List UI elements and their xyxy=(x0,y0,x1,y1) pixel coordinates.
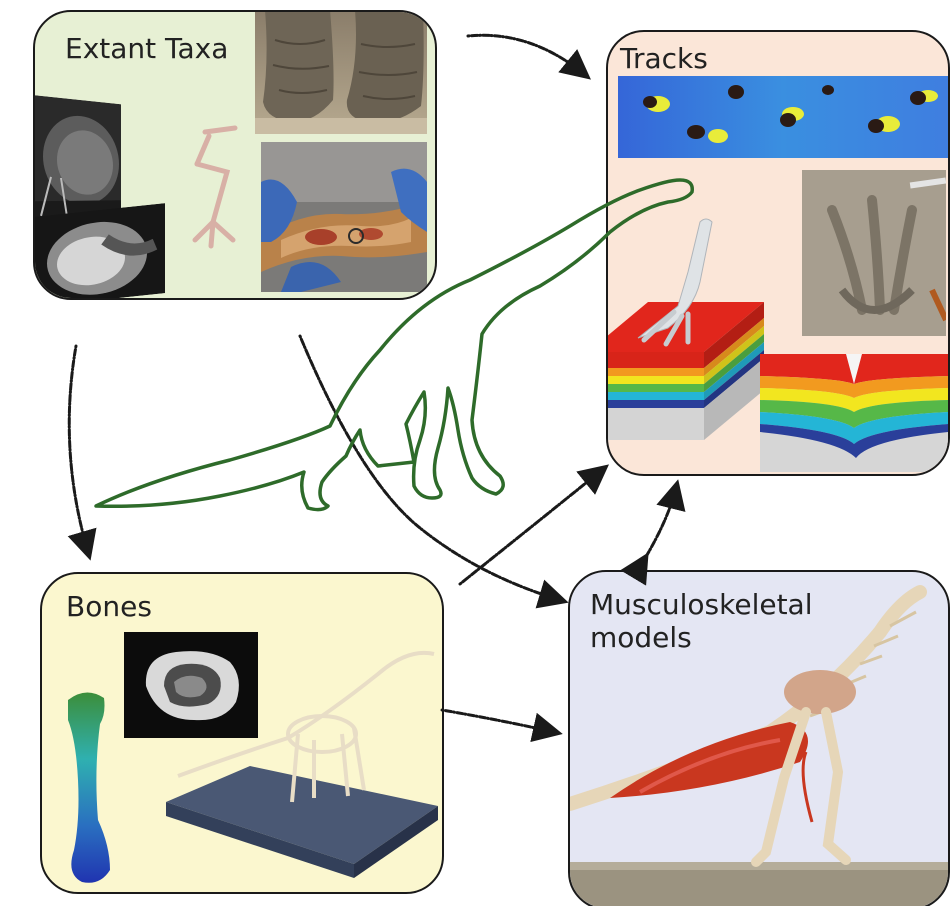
fossil-footprint-photo xyxy=(802,170,946,336)
extant-taxa-panel: Extant Taxa xyxy=(33,10,437,300)
bones-title: Bones xyxy=(66,590,152,623)
sauropod-skeleton-mount xyxy=(158,634,442,892)
musculoskeletal-panel: Musculoskeletal models xyxy=(568,570,950,906)
foot-on-granular-bed-model xyxy=(606,212,768,442)
arrow-extant-to-musculoskeletal xyxy=(300,336,560,600)
bones-panel: Bones xyxy=(40,572,444,894)
arrow-bones-to-tracks xyxy=(460,470,602,584)
arrow-bones-to-musculoskeletal xyxy=(442,710,554,732)
arrow-extant-to-tracks xyxy=(468,35,584,74)
extant-taxa-title: Extant Taxa xyxy=(65,32,228,65)
track-surface-scan xyxy=(618,76,948,158)
x-ray-photo xyxy=(35,203,165,300)
musculoskeletal-title: Musculoskeletal models xyxy=(590,588,813,654)
track-cross-section-model xyxy=(760,354,948,472)
dissection-photo xyxy=(261,142,427,292)
bird-leg-skeleton xyxy=(175,122,255,252)
tracks-title: Tracks xyxy=(620,42,708,75)
femur-finite-element-model xyxy=(60,690,120,886)
arrow-musculoskeletal-tracks-bidirectional xyxy=(644,488,676,560)
arrow-extant-to-bones xyxy=(69,346,88,552)
tracks-panel: Tracks xyxy=(606,30,950,476)
elephant-feet-photo xyxy=(255,10,427,134)
